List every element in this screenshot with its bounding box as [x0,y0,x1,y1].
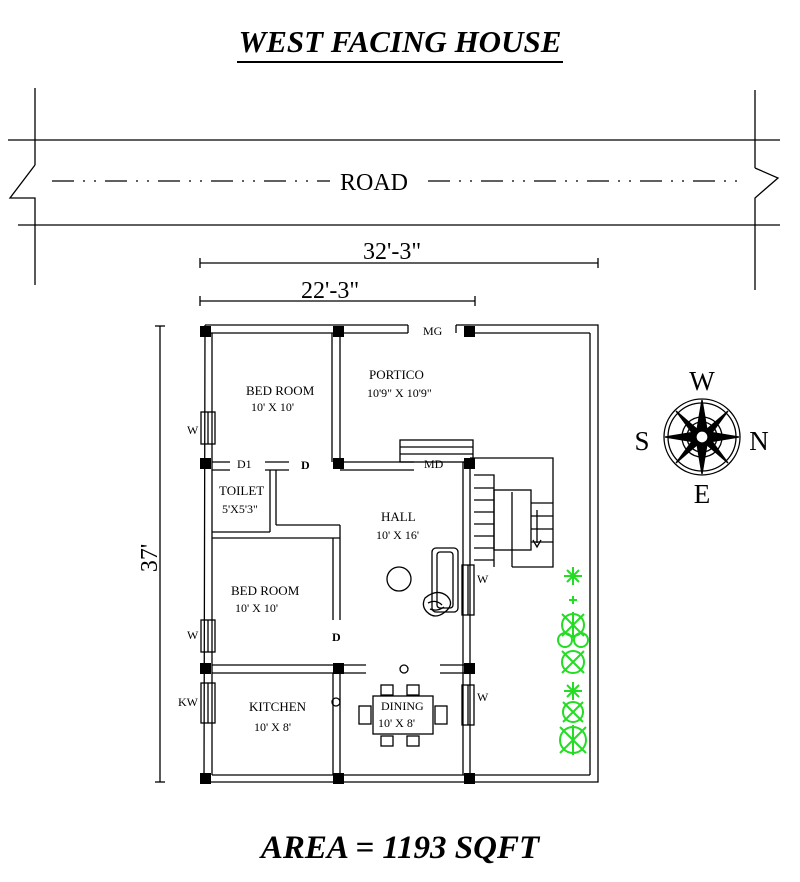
label-kitchen-window: KW [178,695,199,709]
interior-walls [212,333,471,775]
outer-walls [203,324,599,783]
garden-plants [557,567,589,755]
label-window-bedroom: W [187,628,199,642]
bedroom-bottom-name: BED ROOM [231,583,300,598]
label-window-top: W [187,423,199,437]
windows [200,411,475,726]
page-title-text: WEST FACING HOUSE [236,24,564,63]
dining-name: DINING [381,699,424,713]
compass-west: W [689,366,715,396]
dim-depth: 37' [137,544,163,572]
hall-size: 10' X 16' [376,528,419,542]
bedroom-top-size: 10' X 10' [251,400,294,414]
page-title: WEST FACING HOUSE [0,24,800,63]
bedroom-top-name: BED ROOM [246,383,315,398]
portico-size: 10'9" X 10'9" [367,386,432,400]
label-door-bottom: D [332,630,341,644]
staircase [399,439,554,568]
dining-size: 10' X 8' [378,716,415,730]
label-d1: D1 [237,457,252,471]
hall-furniture [386,547,459,617]
label-mg: MG [423,324,443,338]
label-window-dining: W [477,690,489,704]
compass-icon [663,398,741,476]
area-label: AREA = 1193 SQFT [260,830,540,866]
toilet-size: 5'X5'3" [222,502,258,516]
dining-table [331,664,448,747]
road-label: ROAD [340,170,408,196]
kitchen-size: 10' X 8' [254,720,291,734]
portico-name: PORTICO [369,367,424,382]
compass-north: N [749,426,769,456]
bedroom-bottom-size: 10' X 10' [235,601,278,615]
hall-name: HALL [381,509,416,524]
compass-east: E [694,479,711,509]
toilet-name: TOILET [219,483,264,498]
road [8,88,780,290]
kitchen-name: KITCHEN [249,699,307,714]
label-window-hall: W [477,572,489,586]
label-md: MD [424,457,444,471]
compass-south: S [634,426,649,456]
dimension-lines [155,258,599,783]
dim-width-total: 32'-3" [363,239,421,265]
dim-width-partial: 22'-3" [301,278,359,304]
label-door-top: D [301,458,310,472]
columns [200,326,475,784]
